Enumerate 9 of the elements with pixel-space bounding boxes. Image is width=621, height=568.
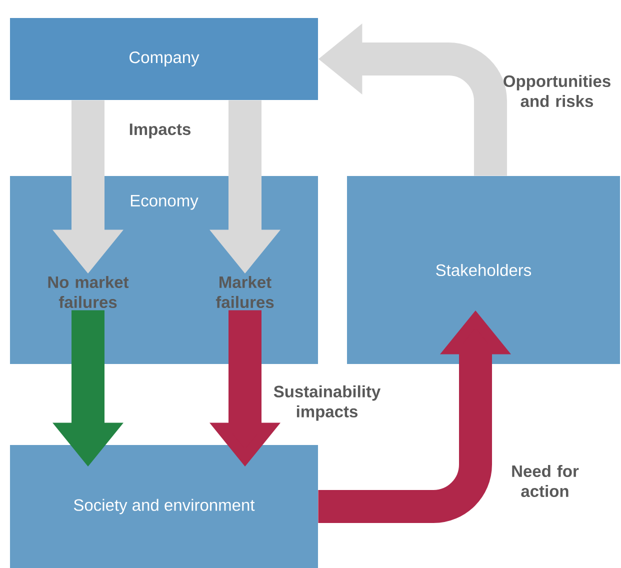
text-label: Market failures: [216, 276, 274, 308]
edge-label: Need for action: [512, 464, 579, 498]
edge-label: Opportunities and risks: [504, 74, 610, 108]
process-box: Society and environment: [10, 445, 318, 568]
process-box: Company: [10, 18, 318, 100]
edge-label: Impacts: [130, 124, 190, 138]
process-box: Stakeholders: [347, 176, 620, 364]
text-label: No market failures: [48, 276, 129, 308]
edge-label: Sustainability impacts: [274, 385, 381, 421]
